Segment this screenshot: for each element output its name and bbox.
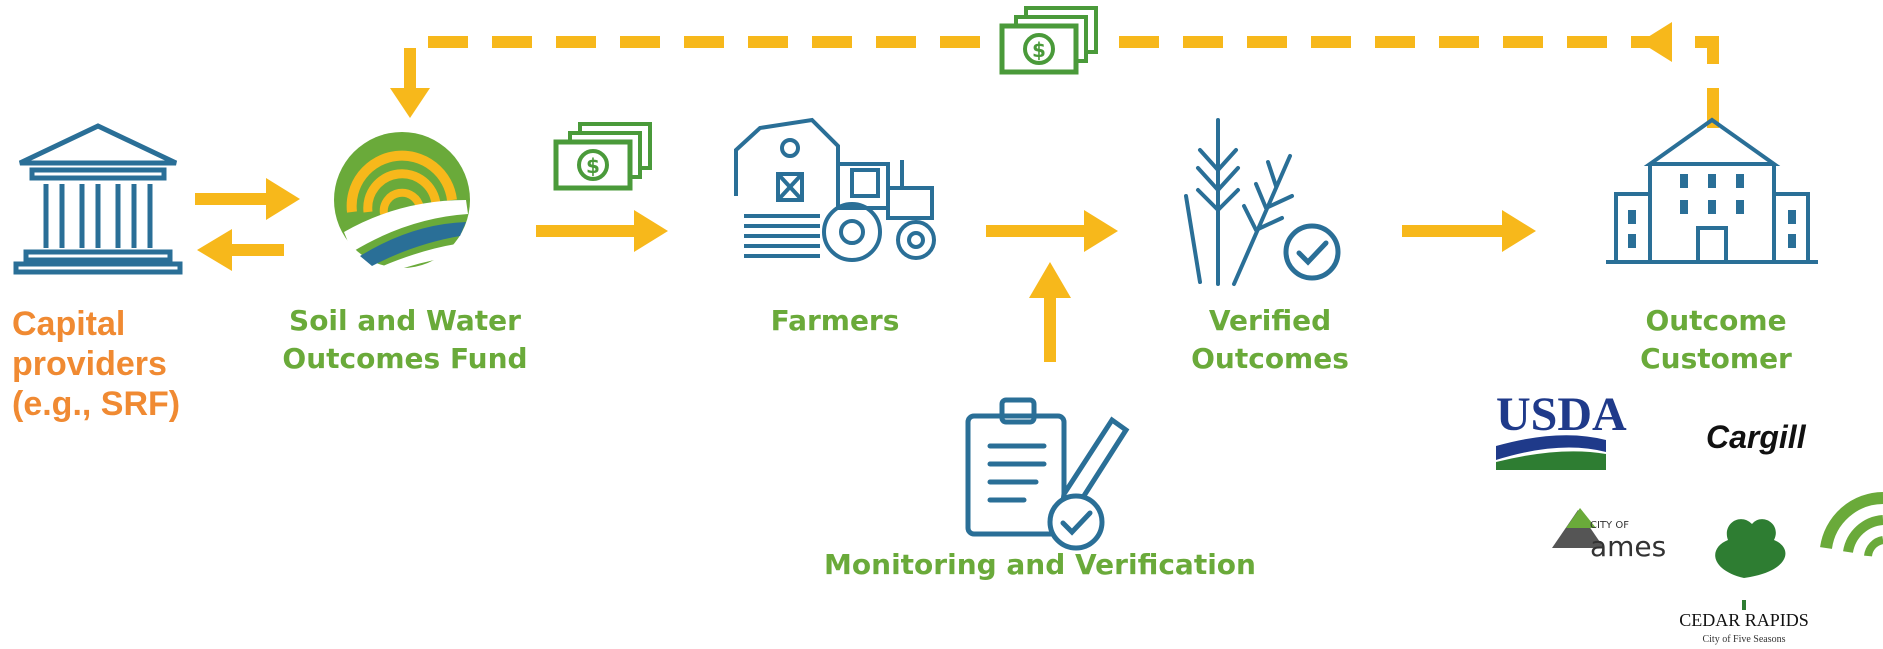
feedback-arrowhead-left <box>1640 22 1672 62</box>
monitoring-label-line1: Monitoring and Verification <box>824 548 1256 581</box>
customer-label-line1: Outcome <box>1645 304 1787 337</box>
verified-label-line1: Verified <box>1208 304 1332 337</box>
usda-logo: USDA <box>1496 388 1627 470</box>
ames-logo-small: CITY OF <box>1590 520 1629 531</box>
office-windows <box>1628 174 1796 248</box>
feedback-loop-arrow <box>404 36 1719 128</box>
money-icon-top <box>1002 8 1096 72</box>
fund-label-line2: Outcomes Fund <box>282 342 528 375</box>
farmers-to-verified-arrow <box>986 210 1118 252</box>
cedar-rapids-sub: City of Five Seasons <box>1702 634 1785 645</box>
wheat-check-icon <box>1184 118 1294 286</box>
capital-label-line1: Capital <box>12 305 126 343</box>
bank-building-icon <box>13 123 183 275</box>
clipboard-icon <box>965 397 1130 537</box>
cedar-rapids-logo: CEDAR RAPIDS City of Five Seasons <box>1679 519 1809 645</box>
ames-logo-text: ames <box>1590 530 1666 563</box>
capital-to-fund-arrow <box>195 178 300 220</box>
monitoring-to-verified-arrow <box>1029 262 1071 362</box>
monitoring-label: Monitoring and Verification <box>800 546 1280 584</box>
partner-green-logo <box>1820 492 1883 557</box>
cedar-rapids-text: CEDAR RAPIDS <box>1679 610 1809 630</box>
farmers-label: Farmers <box>740 302 930 340</box>
capital-label-line2: providers <box>12 345 167 383</box>
capital-label-line3: (e.g., SRF) <box>12 385 181 423</box>
verified-to-customer-arrow <box>1402 210 1536 252</box>
fund-label-line1: Soil and Water <box>289 304 521 337</box>
capital-providers-label: Capital providers (e.g., SRF) <box>12 304 232 424</box>
verified-outcomes-label: Verified Outcomes <box>1160 302 1380 378</box>
fund-logo-icon <box>334 132 470 272</box>
feedback-arrowhead-down <box>390 88 430 118</box>
ames-logo: CITY OF ames <box>1552 508 1666 563</box>
customer-label-line2: Customer <box>1640 342 1792 375</box>
usda-logo-text: USDA <box>1496 388 1627 441</box>
check-icon-monitoring <box>1050 496 1102 548</box>
fund-to-farmers-arrow <box>536 210 668 252</box>
money-icon <box>556 124 650 188</box>
office-building-icon <box>1606 117 1818 264</box>
verified-label-line2: Outcomes <box>1191 342 1349 375</box>
cargill-logo: Cargill <box>1706 419 1807 455</box>
check-icon-verified <box>1286 226 1338 278</box>
farmers-label-line1: Farmers <box>770 304 900 337</box>
outcome-customer-label: Outcome Customer <box>1606 302 1826 378</box>
fund-to-capital-arrow <box>197 229 284 271</box>
fund-label: Soil and Water Outcomes Fund <box>260 302 550 378</box>
barn-tractor-icon <box>734 117 936 262</box>
